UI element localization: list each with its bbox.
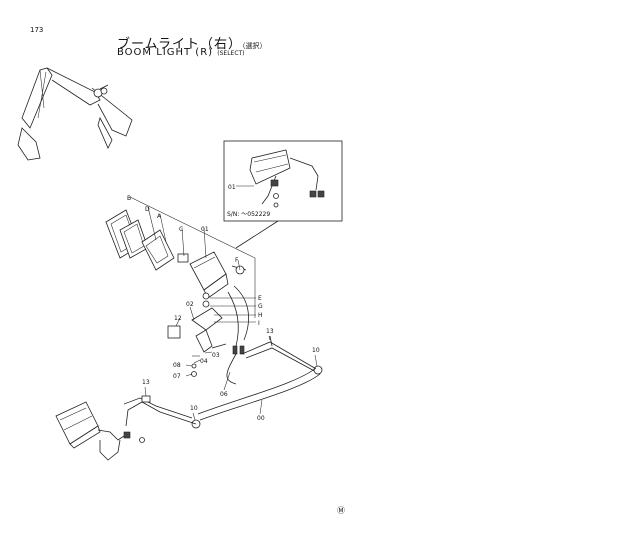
callout-leaders (129, 196, 256, 391)
callout-08: 08 (173, 362, 181, 369)
page-title-en: BOOM LIGHT (R) (SELECT) (117, 47, 245, 58)
callout-02: 02 (186, 301, 194, 308)
page-number: 173 (30, 26, 44, 34)
callout-03: 03 (212, 352, 220, 359)
callout-ticks (144, 335, 318, 421)
callout-A: A (157, 213, 162, 220)
serial-note: S/N: ～052229 (227, 211, 270, 218)
title-jp-note: （選択） (241, 42, 267, 50)
callout-13-right: 13 (266, 328, 274, 335)
callout-01: 01 (201, 226, 209, 233)
callout-06: 06 (220, 391, 228, 398)
callout-F: F (235, 257, 239, 264)
wire-harness (123, 285, 323, 429)
page-title-jp: ブームライト（右）（選択） (117, 33, 266, 52)
callout-D: D (145, 206, 150, 213)
footer-mark: Ⓜ (337, 506, 345, 515)
callout-12: 12 (174, 315, 182, 322)
callout-E: E (258, 295, 262, 302)
lamp-body (177, 251, 247, 299)
title-en-text: BOOM LIGHT (R) (117, 47, 214, 58)
inset-callout-01: 01 (228, 184, 236, 191)
callout-07: 07 (173, 373, 181, 380)
lamp-frames (105, 209, 175, 271)
callout-00: 00 (257, 415, 265, 422)
excavator-thumbnail (17, 67, 133, 161)
title-en-note: (SELECT) (217, 50, 245, 57)
callout-I: I (258, 320, 260, 327)
lower-lamp (55, 401, 145, 461)
callout-13-left: 13 (142, 379, 150, 386)
callout-10-right: 10 (312, 347, 320, 354)
callout-10-left: 10 (190, 405, 198, 412)
callout-04: 04 (200, 358, 208, 365)
callout-B: B (127, 195, 131, 202)
callout-labels: B D A C 01 F E G H I 02 12 03 04 08 07 0… (127, 195, 320, 422)
title-jp-text: ブームライト（右） (117, 37, 242, 52)
callout-G: G (258, 303, 263, 310)
callout-H: H (258, 312, 263, 319)
callout-C: C (179, 226, 183, 233)
inset-detail: 01 S/N: ～052229 (223, 140, 343, 249)
